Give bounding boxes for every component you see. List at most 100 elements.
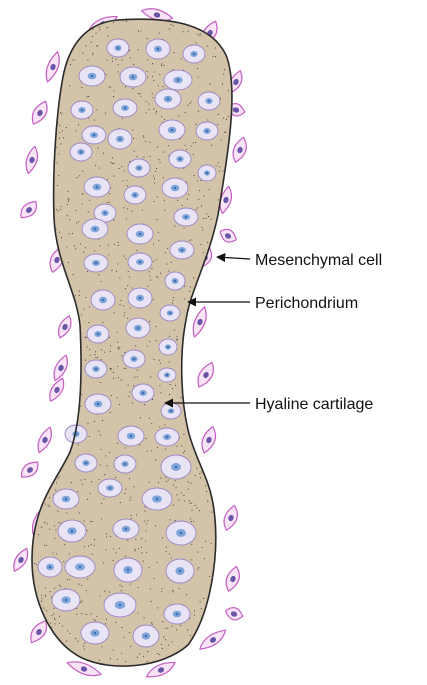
stipple-dot [65,316,66,317]
stipple-dot [81,203,82,204]
chondrocyte [128,159,150,177]
stipple-dot [39,319,40,320]
stipple-dot [163,637,164,638]
stipple-dot [187,482,188,483]
stipple-dot [101,349,102,350]
nucleolus [139,233,142,236]
stipple-dot [169,29,170,30]
stipple-dot [61,237,62,238]
nucleolus [79,566,82,569]
stipple-dot [56,471,57,472]
stipple-dot [37,647,38,648]
stipple-dot [33,62,34,63]
stipple-dot [70,633,71,634]
stipple-dot [96,109,97,110]
stipple-dot [133,138,134,139]
stipple-dot [96,616,97,617]
stipple-dot [149,341,150,342]
stipple-dot [225,132,226,133]
stipple-dot [154,178,155,179]
stipple-dot [35,387,36,388]
stipple-dot [217,124,218,125]
stipple-dot [57,185,58,186]
stipple-dot [147,77,148,78]
stipple-dot [57,478,58,479]
stipple-dot [197,569,198,570]
nucleolus [71,530,74,533]
stipple-dot [186,594,187,595]
stipple-dot [39,393,40,394]
stipple-dot [72,59,73,60]
stipple-dot [160,478,161,479]
stipple-dot [191,384,192,385]
stipple-dot [152,76,153,77]
stipple-dot [81,613,82,614]
stipple-dot [138,31,139,32]
stipple-dot [125,288,126,289]
stipple-dot [190,483,191,484]
stipple-dot [127,285,128,286]
stipple-dot [121,653,122,654]
stipple-dot [162,537,163,538]
stipple-dot [105,74,106,75]
stipple-dot [37,436,38,437]
stipple-dot [50,25,51,26]
stipple-dot [33,135,34,136]
nucleolus [169,312,172,315]
chondrocyte [52,589,80,611]
stipple-dot [119,548,120,549]
nucleolus [97,333,100,336]
stipple-dot [188,31,189,32]
stipple-dot [171,557,172,558]
chondrocyte [196,122,218,140]
mesenchymal-cell [190,305,211,339]
stipple-dot [31,514,32,515]
stipple-dot [200,34,201,35]
stipple-dot [106,536,107,537]
stipple-dot [117,443,118,444]
stipple-dot [54,272,55,273]
stipple-dot [99,27,100,28]
stipple-dot [69,553,70,554]
stipple-dot [94,545,95,546]
stipple-dot [47,95,48,96]
stipple-dot [36,564,37,565]
stipple-dot [161,644,162,645]
stipple-dot [190,648,191,649]
nucleolus [127,569,130,572]
stipple-dot [75,248,76,249]
stipple-dot [72,37,73,38]
stipple-dot [202,390,203,391]
nucleolus [157,48,160,51]
stipple-dot [173,591,174,592]
stipple-dot [80,602,81,603]
stipple-dot [80,243,81,244]
nucleolus [176,613,179,616]
stipple-dot [198,199,199,200]
stipple-dot [221,350,222,351]
chondrocyte [118,426,144,446]
stipple-dot [84,546,85,547]
stipple-dot [152,93,153,94]
mesenchymal-cell [197,626,229,653]
stipple-dot [120,300,121,301]
stipple-dot [78,124,79,125]
nucleolus [181,249,184,252]
stipple-dot [44,545,45,546]
stipple-dot [165,477,166,478]
stipple-dot [45,595,46,596]
stipple-dot [33,139,34,140]
stipple-dot [107,465,108,466]
stipple-dot [109,592,110,593]
stipple-dot [222,84,223,85]
stipple-dot [130,497,131,498]
nucleolus [137,327,140,330]
stipple-dot [181,58,182,59]
stipple-dot [193,154,194,155]
stipple-dot [58,175,59,176]
nucleolus [180,532,183,535]
stipple-dot [92,29,93,30]
label-mesenchymal-cell: Mesenchymal cell [217,252,382,269]
stipple-dot [62,130,63,131]
stipple-dot [149,321,150,322]
